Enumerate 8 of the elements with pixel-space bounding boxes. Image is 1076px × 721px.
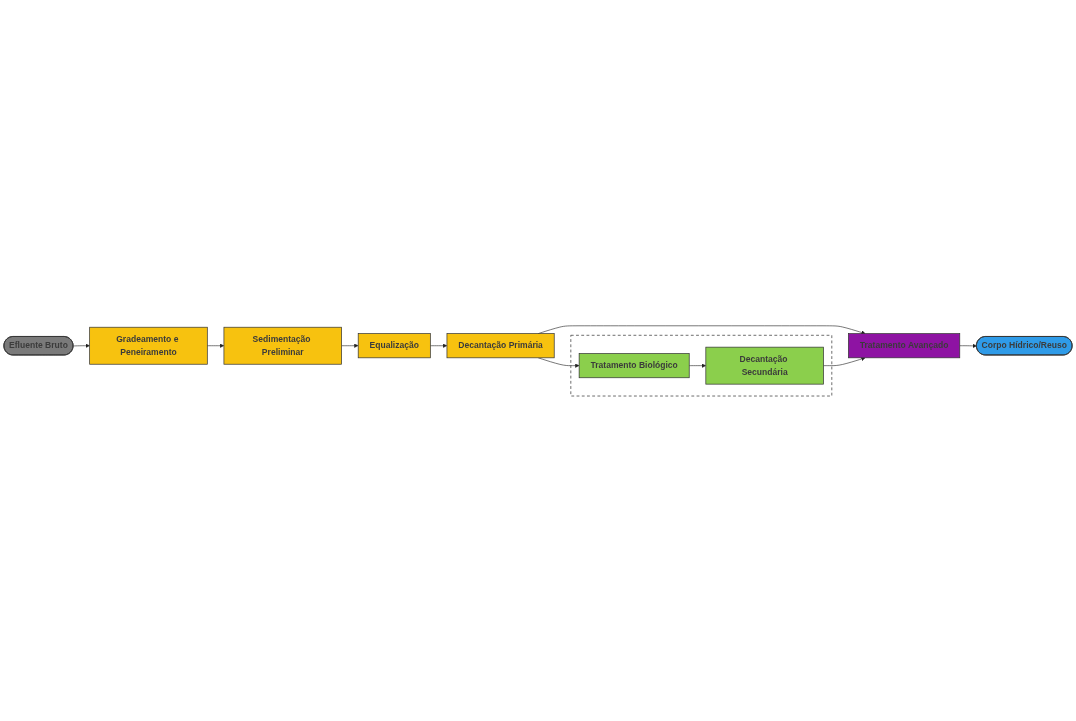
cluster — [570, 334, 833, 396]
node-box: Decantação Primária — [446, 332, 555, 358]
node-box: Sedimentação Preliminar — [223, 326, 342, 365]
node-box: Decantação Secundária — [705, 346, 824, 385]
node-box: Tratamento Biológico — [578, 352, 690, 378]
node-box: Gradeamento e Peneiramento — [89, 326, 208, 365]
node-box: Tratamento Avançado — [848, 332, 961, 358]
node-box: Equalização — [357, 332, 431, 358]
